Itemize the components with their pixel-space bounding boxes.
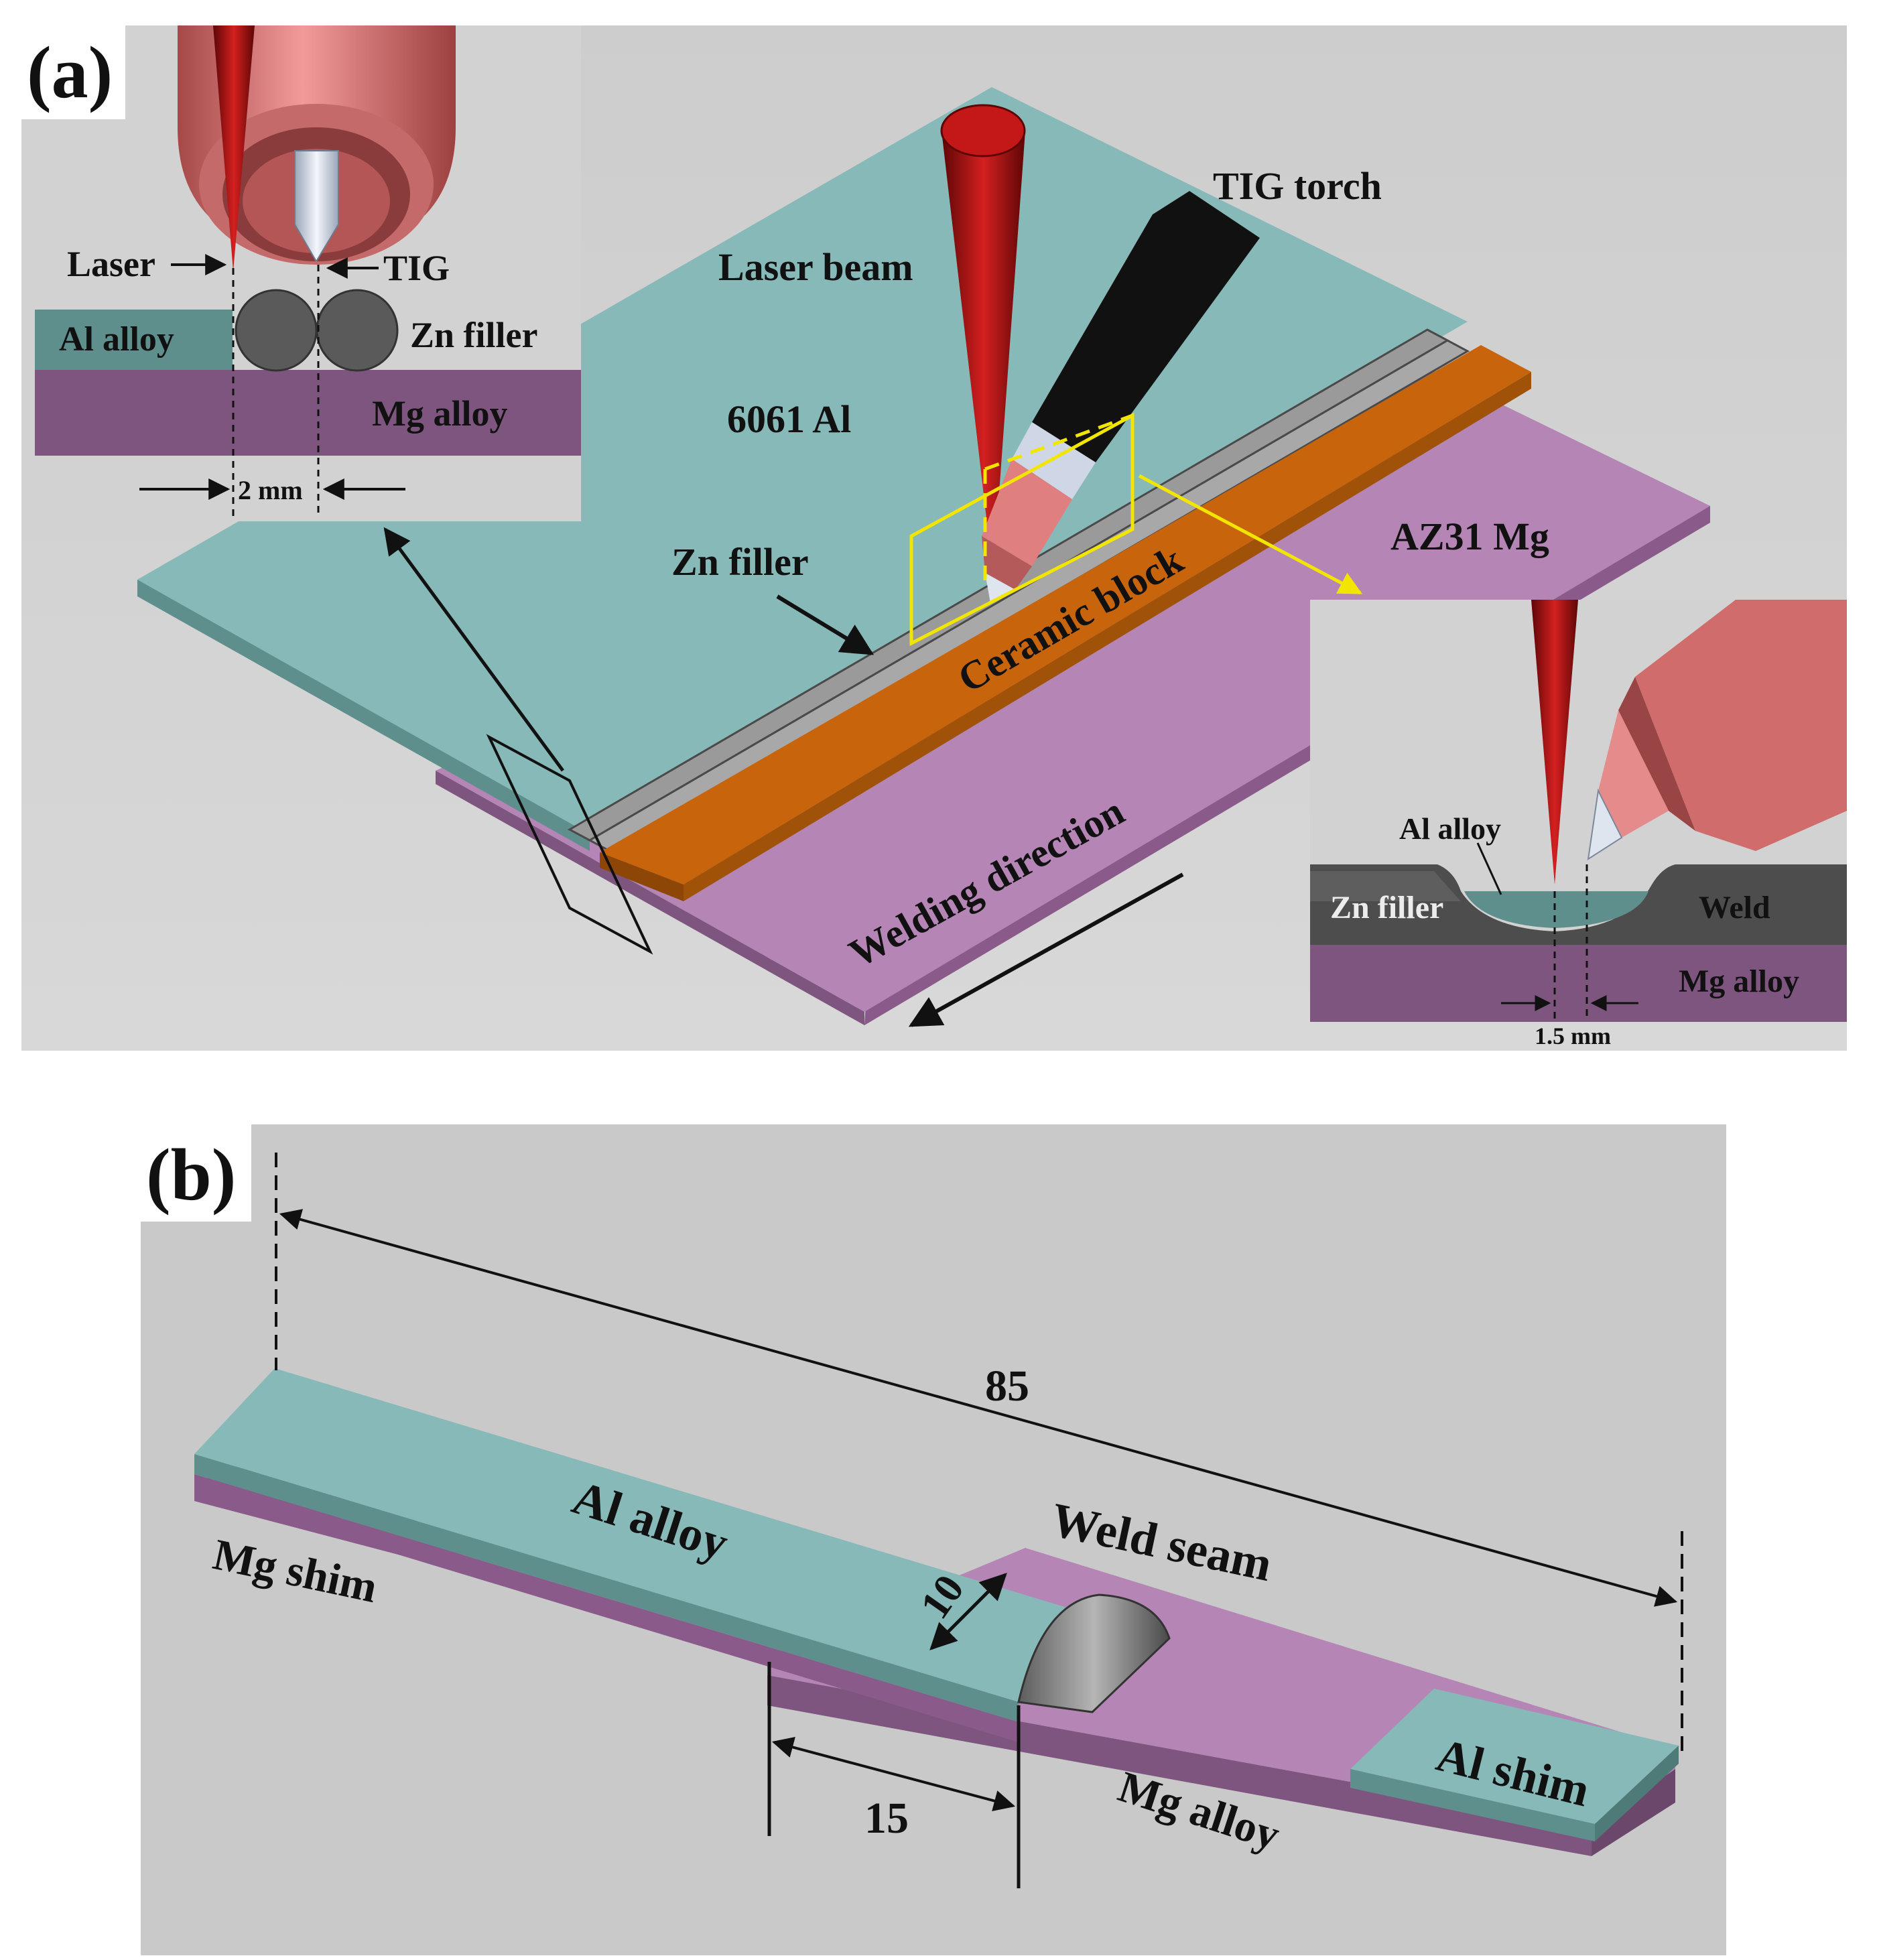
dim-85 [279,1209,1678,1607]
ceramic-block [600,345,1531,901]
panel-a-label: (a) [27,31,113,113]
zn-filler-pointer [776,594,875,655]
inset-label-laser: Laser [67,244,155,284]
inset-right-label-offset: 1.5 mm [1535,1023,1611,1049]
inset-weld-detail [1310,600,1847,1022]
inset-label-gap: 2 mm [238,475,303,505]
inset-right-label-mg-alloy: Mg alloy [1679,964,1799,999]
panel-a-label-box [21,25,125,119]
inset-cross-section [21,25,581,521]
label-tig-torch: TIG torch [1213,164,1382,208]
label-85: 85 [985,1362,1029,1411]
panel-b-label-box [141,1124,251,1222]
label-15: 15 [864,1794,909,1843]
inset-right-label-al-alloy: Al alloy [1399,811,1501,846]
label-zn-filler: Zn filler [671,540,809,584]
inset-label-tig: TIG [383,248,450,288]
inset-right-label-zn-filler: Zn filler [1330,890,1443,925]
tig-torch [982,191,1260,603]
al-shim [1350,1689,1679,1841]
dim-15 [771,1736,1016,1812]
label-laser-beam: Laser beam [718,245,913,289]
inset-pointer [383,527,565,772]
panel-b-label: (b) [146,1134,236,1216]
welding-direction-arrow [908,872,1184,1027]
label-mg-plate: AZ31 Mg [1390,515,1549,558]
inset-label-al-alloy: Al alloy [59,320,174,358]
dim-10 [929,1573,1007,1650]
inset-right-label-weld: Weld [1699,890,1770,925]
panel-b: 85 10 15 Al alloy Mg alloy Weld seam Mg … [141,1124,1726,1955]
label-al-plate: 6061 Al [727,397,851,441]
inset-label-zn-filler: Zn filler [410,315,537,355]
panel-a: Laser beam TIG torch 6061 Al AZ31 Mg Zn … [21,25,1847,1051]
laser-beam [940,104,1026,576]
detail-guide [909,412,1363,647]
section-plane [486,734,653,955]
inset-label-mg-alloy: Mg alloy [372,393,507,434]
